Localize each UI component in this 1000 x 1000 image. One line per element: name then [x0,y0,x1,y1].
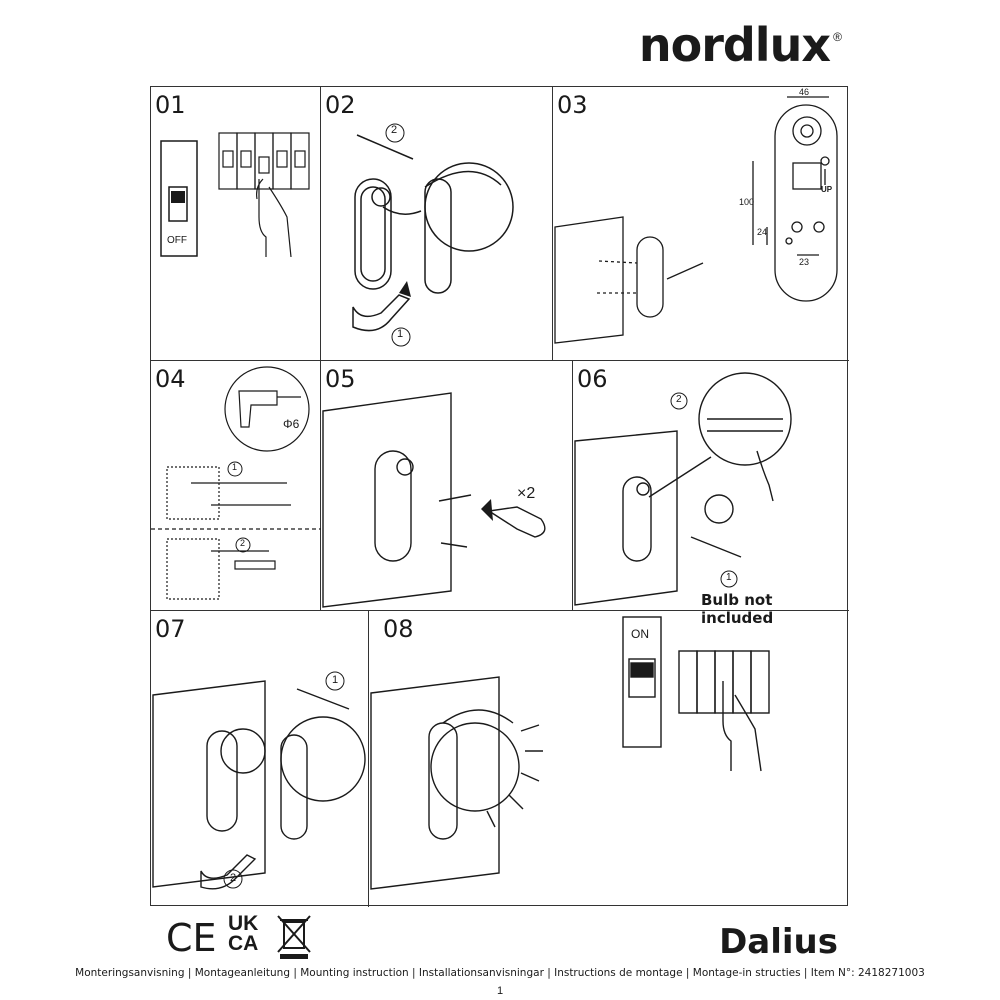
registered-mark: ® [833,30,842,44]
switch-off-label: OFF [167,235,187,246]
certification-marks: CE UK CA [160,912,320,960]
drill-size-label: Φ6 [283,417,300,431]
panel-step-04: 04 Φ6 1 2 [151,361,321,611]
panel-step-06: 06 2 1 Bulb not included [573,361,849,627]
step-07-circled-1: 1 [332,674,339,686]
step-07-circled-2: 2 [230,872,237,884]
step-06-circled-2: 2 [676,394,682,405]
mounting-dimensions-illustration [554,96,838,344]
ukca-mark-bottom: CA [228,932,259,955]
weee-bin-icon [277,915,311,959]
step-02-circled-1: 1 [397,328,404,340]
step-06-circled-1: 1 [726,572,732,583]
step-number: 04 [155,365,186,393]
screw-mount-illustration [322,392,546,608]
panel-step-02: 02 2 1 [321,87,553,361]
switch-off-illustration [160,132,310,258]
brand-logo: nordlux [638,18,831,72]
step-number: 08 [383,615,414,643]
dim-height-100: 100 [739,197,755,207]
step-02-circled-2: 2 [391,124,398,136]
switch-on-label: ON [631,627,649,641]
panel-step-01: 01 OFF [151,87,321,361]
panel-step-08: 08 ON [369,611,849,907]
ce-mark: CE [166,916,217,960]
step-number: 05 [325,365,356,393]
step-number: 01 [155,91,186,119]
panel-step-07: 07 1 2 [151,611,369,907]
dim-spacing-23: 23 [799,257,810,267]
wiring-illustration [574,372,792,606]
footer-instructions: Monteringsanvisning | Montageanleitung |… [75,967,925,979]
dim-width-46: 46 [799,87,810,97]
bulb-not-included-note: Bulb not included [701,591,774,627]
step-04-circled-1: 1 [232,462,238,472]
remove-cover-illustration [352,123,514,347]
brand-header: nordlux ® [0,10,1000,72]
step-number: 07 [155,615,186,643]
screw-quantity-label: ×2 [517,485,536,502]
step-04-circled-2: 2 [240,538,246,548]
dim-offset-24: 24 [757,227,768,237]
ukca-mark-top: UK [228,912,259,935]
step-number: 02 [325,91,356,119]
step-number: 03 [557,91,588,119]
product-name: Dalius [719,922,838,962]
panel-step-05: 05 ×2 [321,361,573,611]
drill-illustration [151,366,321,600]
page-number: 1 [496,985,504,997]
up-arrow-label: UP [821,185,833,194]
attach-cover-illustration [152,671,366,890]
switch-on-illustration [370,616,770,890]
step-number: 06 [577,365,608,393]
panel-step-03: 03 46 100 2 [553,87,849,361]
instruction-grid: 01 OFF 02 [150,86,849,907]
